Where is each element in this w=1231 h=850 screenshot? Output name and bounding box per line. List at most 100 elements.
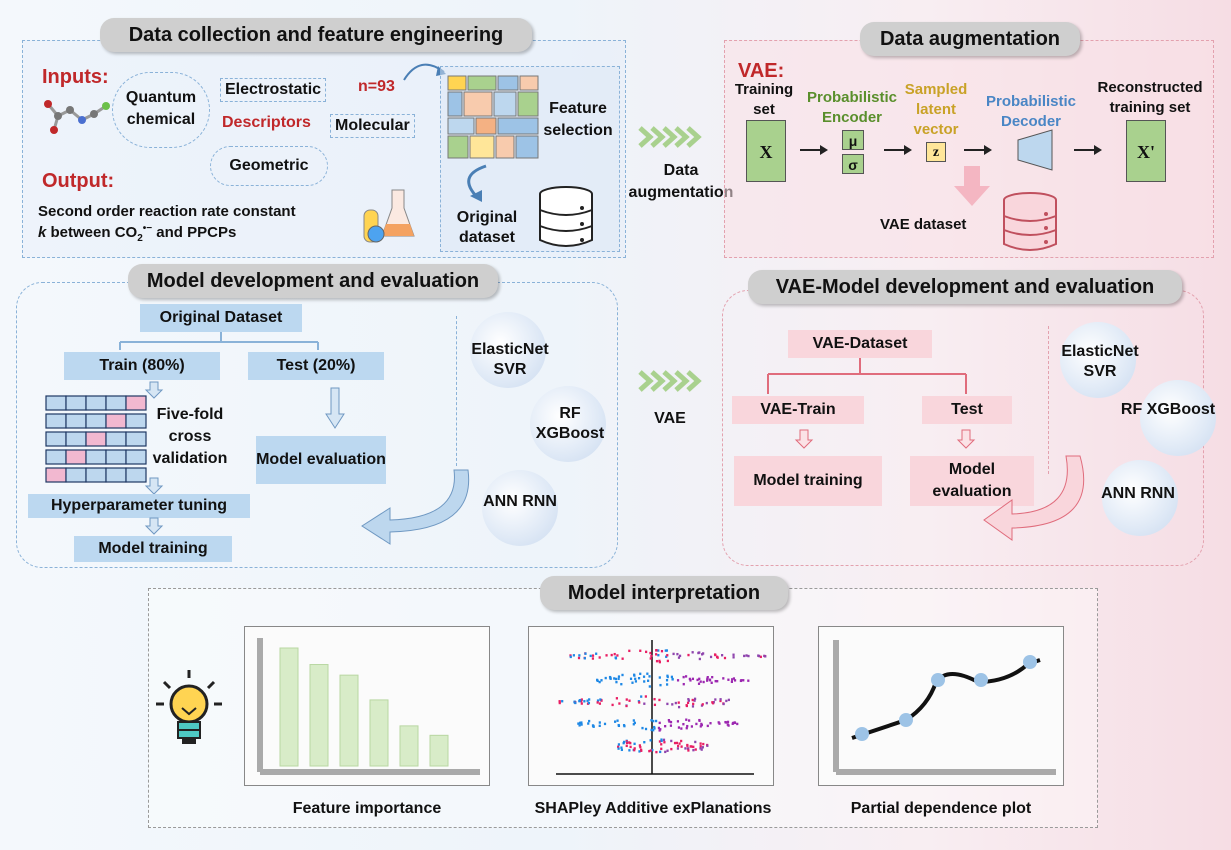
shap-point xyxy=(569,655,572,659)
shap-point xyxy=(664,649,667,652)
shap-point xyxy=(649,739,652,742)
vae-model-training-box: Model training xyxy=(734,456,882,506)
vae-elasticnet-label: ElasticNet SVR xyxy=(1061,343,1139,380)
shap-point xyxy=(692,745,695,749)
hyper-box: Hyperparameter tuning xyxy=(28,494,250,518)
shap-point xyxy=(686,701,690,704)
flask-icon xyxy=(363,189,415,243)
shap-point xyxy=(633,747,636,750)
ann-label: ANN RNN xyxy=(483,493,557,510)
test-box: Test (20%) xyxy=(248,352,384,380)
shap-point xyxy=(646,672,649,675)
shap-point xyxy=(718,722,721,725)
shap-point xyxy=(592,725,595,728)
output-line2: k between CO2•− and PPCPs xyxy=(38,223,236,244)
shap-point xyxy=(625,698,628,701)
shap-point xyxy=(610,653,613,657)
shap-point xyxy=(701,746,704,749)
quantum-label: Quantum chemical xyxy=(125,89,197,128)
shap-point xyxy=(665,683,669,686)
shap-point xyxy=(621,673,624,677)
shap-point xyxy=(678,742,681,745)
shap-point xyxy=(706,679,709,682)
shap-point xyxy=(691,698,694,702)
arrow-to-encoder-icon xyxy=(800,145,828,155)
shap-point xyxy=(678,654,682,658)
shap-point xyxy=(599,698,602,701)
sample-count: n=93 xyxy=(358,78,395,95)
model-dev-divider xyxy=(456,316,457,466)
shap-point xyxy=(670,675,673,679)
shap-point xyxy=(611,703,614,707)
shap-point xyxy=(598,702,602,705)
shap-point xyxy=(614,657,618,660)
shap-point xyxy=(621,657,624,660)
elasticnet-label: ElasticNet SVR xyxy=(471,341,549,378)
shap-point xyxy=(667,719,670,722)
shap-point xyxy=(650,728,653,732)
shap-point xyxy=(700,723,703,727)
shap-point xyxy=(727,678,730,681)
shap-point xyxy=(640,695,643,698)
shap-point xyxy=(677,705,681,709)
shap-point xyxy=(696,678,699,682)
feature-grid-icon xyxy=(447,75,539,159)
pdp-point xyxy=(1023,655,1037,669)
shap-point xyxy=(685,718,688,721)
cv-grid-icon xyxy=(45,395,147,483)
shap-point xyxy=(742,679,745,682)
shap-point xyxy=(569,654,572,657)
shap-point xyxy=(687,699,691,702)
shap-point xyxy=(724,720,727,724)
shap-point xyxy=(617,675,621,678)
shap-point xyxy=(687,747,690,750)
shap-point xyxy=(579,698,582,702)
pdp-chart xyxy=(833,640,1056,775)
shap-point xyxy=(721,654,724,657)
shap-point xyxy=(626,741,629,745)
shap-point xyxy=(727,724,730,727)
shap-point xyxy=(699,742,702,745)
shap-point xyxy=(677,726,681,729)
shap-point xyxy=(580,721,583,724)
shap-point xyxy=(711,675,714,679)
fi-bar xyxy=(279,647,299,767)
shap-point xyxy=(764,655,767,658)
decoder-label: Probabilistic Decoder xyxy=(985,93,1077,130)
shap-point xyxy=(648,685,651,688)
shap-point xyxy=(710,681,713,684)
shap-point xyxy=(676,679,680,682)
shap-point xyxy=(719,698,722,701)
shap-point xyxy=(657,726,661,730)
shap-point xyxy=(655,750,658,754)
geometric-label: Geometric xyxy=(229,157,309,174)
shap-point xyxy=(699,745,702,748)
pdp-point xyxy=(899,713,913,727)
shap-point xyxy=(598,724,601,728)
shap-point xyxy=(618,702,621,705)
shap-point xyxy=(665,679,669,682)
shap-point xyxy=(657,653,660,657)
shap-point xyxy=(598,656,601,659)
shap-point xyxy=(706,677,709,680)
inputs-label: Inputs: xyxy=(42,66,109,88)
vae-test-down-arrow-icon xyxy=(956,429,976,449)
latent-label: Sampled latent vector xyxy=(904,81,968,138)
shap-point xyxy=(649,749,652,752)
pdp-point xyxy=(974,673,988,687)
shap-point xyxy=(591,657,595,660)
model-training-box: Model training xyxy=(74,536,232,562)
shap-point xyxy=(692,748,695,752)
z-box: z xyxy=(926,142,946,162)
shap-point xyxy=(733,721,737,725)
shap-point xyxy=(650,654,653,658)
shap-point xyxy=(615,697,618,700)
vae-model-dev-title: VAE-Model development and evaluation xyxy=(748,270,1182,304)
shap-point xyxy=(647,679,650,682)
shap-point xyxy=(584,652,587,655)
shap-point xyxy=(617,677,620,681)
shap-point xyxy=(625,704,628,708)
shap-point xyxy=(587,722,590,725)
shap-point xyxy=(714,698,717,701)
shap-point xyxy=(658,660,661,664)
